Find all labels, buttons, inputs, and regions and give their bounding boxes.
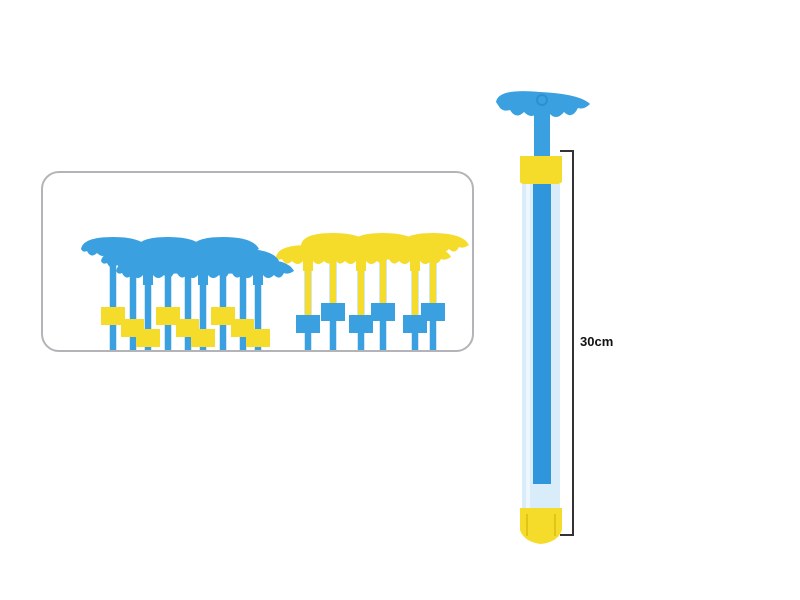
length-label: 30cm — [580, 334, 614, 349]
water-pump-product — [496, 91, 590, 544]
bottom-cap — [520, 508, 562, 544]
variants-group-illustration — [81, 233, 469, 350]
inner-rod — [533, 184, 551, 484]
length-bracket — [560, 150, 574, 536]
product-variants-inset — [41, 171, 474, 352]
top-cap — [520, 156, 562, 186]
